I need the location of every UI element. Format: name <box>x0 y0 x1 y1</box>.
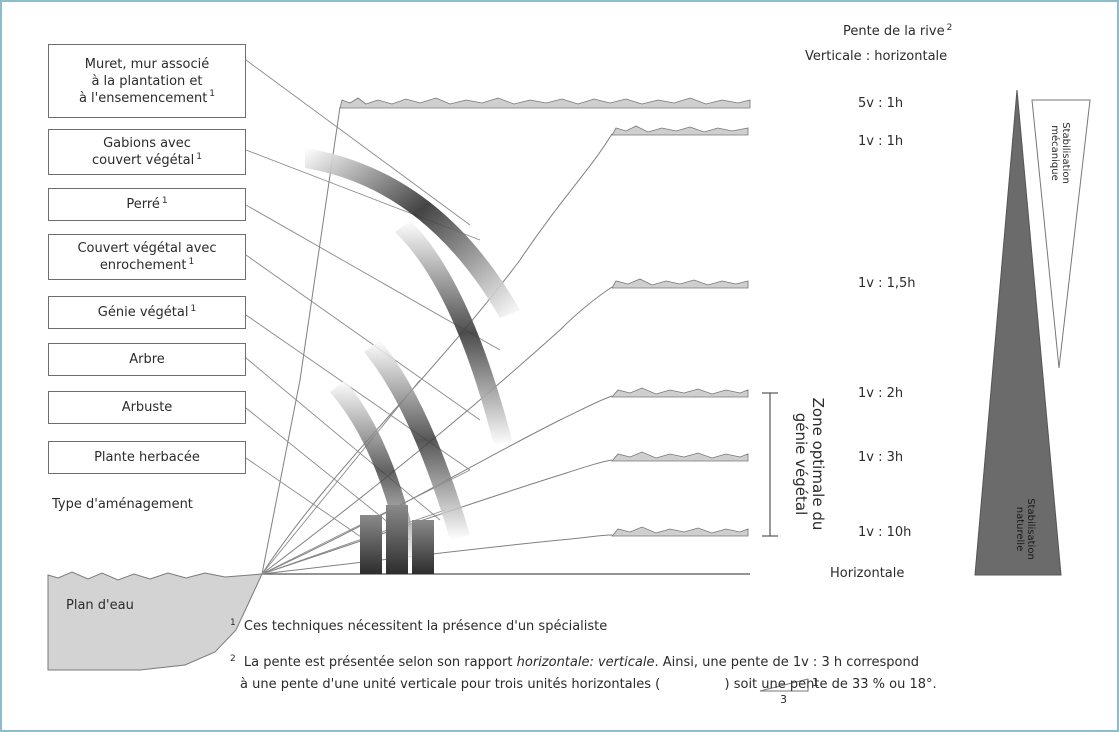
footnote-2: 2 La pente est présentée selon son rappo… <box>228 654 919 671</box>
zone-label: Zone optimale du génie végétal <box>792 389 827 539</box>
water-label: Plan d'eau <box>66 598 134 613</box>
zone-label-line1: Zone optimale du <box>809 397 827 531</box>
box-arbuste: Arbuste <box>48 391 246 424</box>
ratio-1v-2h: 1v : 2h <box>858 386 904 401</box>
box-gabions-line2: couvert végétal <box>92 153 195 168</box>
box-arbre: Arbre <box>48 343 246 376</box>
box-genie-label: Génie végétal <box>97 305 189 320</box>
box-gabions-sup: 1 <box>196 151 202 162</box>
type-label: Type d'aménagement <box>52 497 193 512</box>
footnote-1: 1 Ces techniques nécessitent la présence… <box>228 618 607 635</box>
box-arbre-label: Arbre <box>129 352 165 367</box>
slope-subtitle: Verticale : horizontale <box>805 49 948 64</box>
box-gabions-line1: Gabions avec <box>103 136 191 151</box>
box-couvert-sup: 1 <box>188 256 195 267</box>
mechanical-label-line1: Stabilisation <box>1060 122 1071 184</box>
slope-example-triangle <box>759 678 809 692</box>
box-muret-line2: à la plantation et <box>91 73 203 89</box>
grass-profiles <box>339 97 751 537</box>
mechanical-stabilisation-label: Stabilisation mécanique <box>1049 108 1071 198</box>
footnote-2-line2-b: ) soit une pente de 33 % ou 18°. <box>724 677 937 692</box>
ratio-1v-10h: 1v : 10h <box>858 525 912 540</box>
water-body <box>47 571 263 671</box>
box-perre-label: Perré <box>126 197 160 212</box>
box-herbacee-label: Plante herbacée <box>94 450 200 465</box>
vegetation-bars <box>360 505 434 574</box>
ratio-horizontale: Horizontale <box>830 566 905 581</box>
box-perre-sup: 1 <box>161 195 168 206</box>
box-genie-sup: 1 <box>190 303 197 314</box>
slope-title-sup: 2 <box>946 22 953 33</box>
triangle-v-label: 1 <box>812 676 819 689</box>
box-muret: Muret, mur associé à la plantation et à … <box>48 44 246 118</box>
box-muret-sup: 1 <box>209 89 216 100</box>
zone-label-line2: génie végétal <box>792 412 810 516</box>
slope-profiles <box>261 106 613 575</box>
box-herbacee: Plante herbacée <box>48 441 246 474</box>
footnote-2-line2-a: à une pente d'une unité verticale pour t… <box>240 677 661 692</box>
box-muret-line1: Muret, mur associé <box>84 56 210 72</box>
natural-label-line1: Stabilisation <box>1025 498 1036 560</box>
slope-title-text: Pente de la rive <box>843 24 945 39</box>
box-muret-line3: à l'ensemencement <box>78 90 208 106</box>
footnote-2-text-b: . Ainsi, une pente de 1v : 3 h correspon… <box>654 655 919 670</box>
ratio-1v-3h: 1v : 3h <box>858 450 904 465</box>
box-couvert-line1: Couvert végétal avec <box>77 241 217 256</box>
footnote-2-text-a: La pente est présentée selon son rapport <box>243 655 517 670</box>
technique-arcs <box>305 148 520 563</box>
triangle-h-label: 3 <box>780 693 787 706</box>
box-couvert-line2: enrochement <box>99 258 187 273</box>
zone-bracket <box>762 392 778 537</box>
ratio-5v-1h: 5v : 1h <box>858 96 904 111</box>
footnote-2-line2: à une pente d'une unité verticale pour t… <box>240 676 937 693</box>
box-arbuste-label: Arbuste <box>121 400 173 415</box>
footnote-1-sup: 1 <box>230 617 236 628</box>
natural-label-line2: naturelle <box>1014 506 1025 552</box>
mechanical-stabilisation-triangle <box>1031 99 1091 369</box>
natural-stabilisation-label: Stabilisation naturelle <box>1014 489 1036 569</box>
footnote-1-text: Ces techniques nécessitent la présence d… <box>243 619 608 634</box>
footnote-2-sup: 2 <box>230 653 236 664</box>
natural-stabilisation-triangle <box>974 89 1062 576</box>
ratio-1v-1h: 1v : 1h <box>858 134 904 149</box>
mechanical-label-line2: mécanique <box>1049 125 1060 181</box>
ratio-1v-1-5h: 1v : 1,5h <box>858 276 916 291</box>
footnote-2-emphasis: horizontale: verticale <box>516 655 655 670</box>
